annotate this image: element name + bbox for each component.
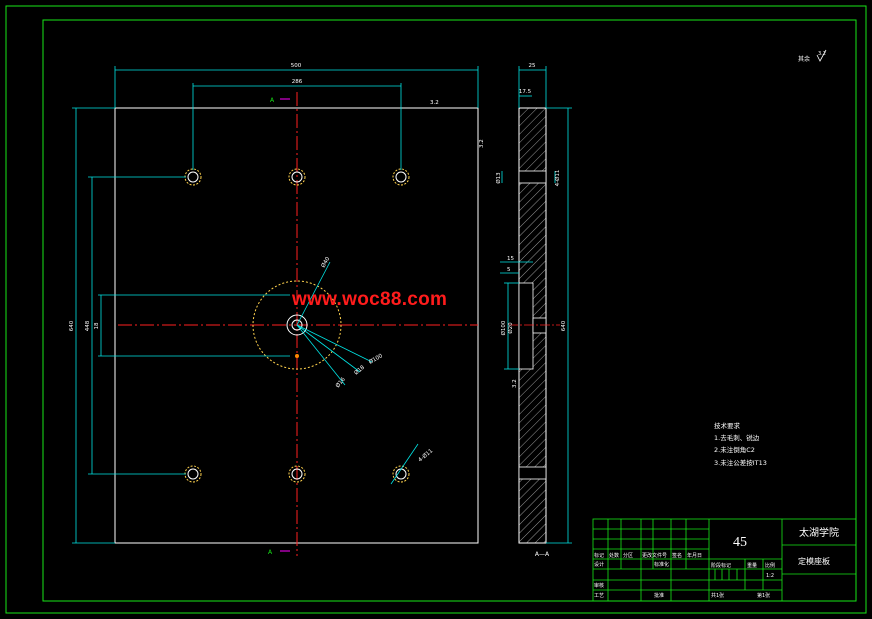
roughness-right: 3.2 — [479, 139, 485, 148]
tb-weight: 重量 — [747, 562, 757, 569]
dim-hole-dia: 4-Ø11 — [417, 447, 434, 463]
front-view: 500 286 640 448 18 Ø40 Ø100 Ø18 Ø16 4-Ø1… — [69, 63, 485, 556]
roughness-symbol — [816, 49, 827, 62]
tb-zone: 分区 — [623, 552, 633, 559]
tb-date: 年月日 — [687, 552, 702, 559]
tb-ratio: 比例 — [765, 562, 775, 569]
part-name: 定模座板 — [798, 556, 830, 566]
tb-process: 工艺 — [594, 593, 604, 599]
dimension-lines — [72, 66, 479, 544]
dim-thickness-small: 17.5 — [519, 89, 532, 95]
dim-overall-height: 640 — [69, 320, 75, 331]
section-title: A—A — [535, 551, 550, 558]
sprue-hole-outer — [286, 314, 308, 336]
tb-approve: 批准 — [654, 592, 664, 599]
section-hole-top — [518, 170, 547, 184]
outer-frame — [5, 5, 867, 614]
surface-note: 其余 3.2 — [798, 49, 827, 63]
tb-change-doc: 更改文件号 — [642, 552, 667, 559]
section-counterbore — [518, 282, 534, 370]
tb-count: 处数 — [609, 552, 619, 559]
dim-section-b: 5 — [507, 267, 511, 273]
dim-hole-span: 286 — [292, 79, 303, 85]
tb-designer: 设计 — [594, 561, 604, 568]
section-mark-top: A — [270, 97, 290, 104]
mounting-holes — [184, 168, 410, 483]
surface-note-value: 3.2 — [818, 51, 826, 57]
sprue-hole-inner — [291, 319, 303, 331]
surface-note-label: 其余 — [798, 55, 810, 63]
tb-stage-mark: 阶段标记 — [711, 562, 731, 569]
tb-sheet: 第1张 — [757, 592, 770, 599]
dim-section-hole: Ø13 — [495, 172, 502, 184]
school-name: 太湖学院 — [799, 526, 839, 539]
dim-counterbore-dia: Ø100 — [500, 320, 507, 335]
dim-counterbore-inner: Ø20 — [507, 322, 514, 334]
roughness-top: 3.2 — [430, 100, 439, 106]
dim-small-dia: Ø16 — [334, 376, 347, 390]
title-block: 45 太湖学院 定模座板 标记 处数 分区 更改文件号 签名 年月日 设计 标准… — [592, 518, 857, 602]
section-view: 25 17.5 640 Ø100 Ø20 Ø13 4-Ø11 15 5 3.2 … — [495, 63, 572, 558]
tech-req-item-3: 3.未注公差按IT13 — [714, 458, 767, 467]
section-mark-bottom: A — [268, 549, 290, 556]
dim-dia-3: Ø18 — [353, 364, 367, 377]
dim-section-a: 15 — [507, 256, 514, 262]
tech-req-item-1: 1.去毛刺、锐边 — [714, 433, 760, 442]
dim-section-height: 640 — [561, 320, 567, 331]
section-hole-bottom — [518, 466, 547, 480]
dim-hole-height-span: 448 — [85, 320, 91, 331]
section-sprue — [532, 317, 547, 334]
tb-scale: 1:2 — [766, 573, 774, 579]
inner-frame — [42, 19, 857, 602]
roughness-section: 3.2 — [512, 379, 518, 388]
dim-overall-width: 500 — [291, 63, 302, 69]
tb-checker: 审核 — [594, 582, 604, 589]
dim-center-offset: 18 — [94, 322, 100, 329]
section-mark-a-bottom: A — [268, 549, 273, 556]
tech-req-title: 技术要求 — [714, 421, 741, 430]
material-label: 45 — [733, 535, 747, 550]
tb-mark: 标记 — [594, 552, 604, 559]
tb-sheets: 共1张 — [711, 592, 724, 599]
section-dimension-lines — [500, 66, 572, 544]
dim-dia-1: Ø40 — [320, 255, 332, 269]
section-mark-a-top: A — [270, 97, 275, 104]
tb-signature: 签名 — [672, 552, 682, 559]
tech-req-item-2: 2.未注倒角C2 — [714, 445, 755, 454]
tech-requirements: 技术要求 1.去毛刺、锐边 2.未注倒角C2 3.未注公差按IT13 — [714, 421, 767, 467]
dim-dia-2: Ø100 — [368, 352, 385, 366]
pin-hole-marker — [295, 354, 299, 358]
tb-standard: 标准化 — [654, 561, 669, 568]
dim-section-hole-right: 4-Ø11 — [554, 170, 561, 187]
locating-ring-circle — [252, 280, 342, 370]
dim-thickness: 25 — [529, 63, 536, 69]
watermark-text: www.woc88.com — [292, 289, 448, 310]
